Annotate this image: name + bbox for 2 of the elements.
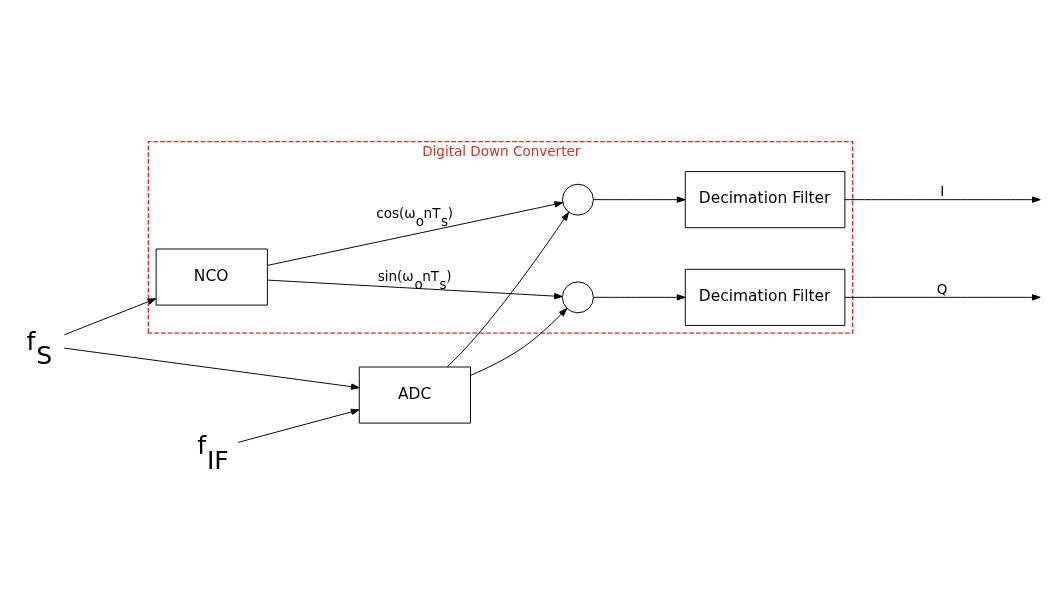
- edge-label: I: [940, 182, 945, 199]
- edge-label: Q: [936, 280, 948, 297]
